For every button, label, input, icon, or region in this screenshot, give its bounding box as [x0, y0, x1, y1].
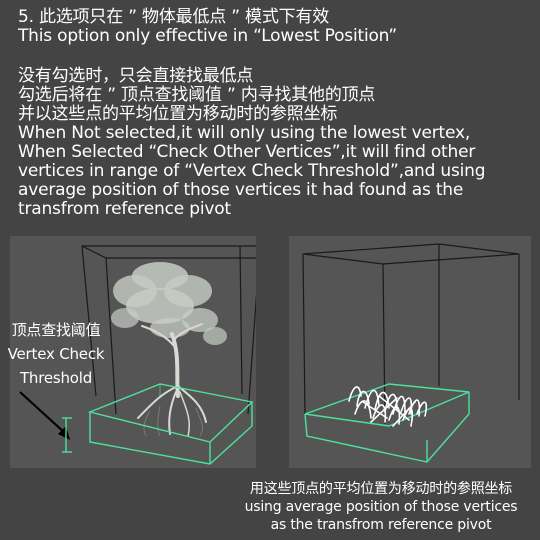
step-title-cn: 5. 此选项只在 ” 物体最低点 ” 模式下有效	[18, 7, 330, 27]
ground-box	[87, 383, 254, 465]
threshold-label-en: Vertex Check	[7, 345, 105, 363]
description-line: When Not selected,it will only using the…	[18, 123, 471, 143]
bounding-box	[302, 243, 520, 425]
caption-cn: 用这些顶点的平均位置为移动时的参照坐标	[249, 481, 513, 497]
tree-canopy	[111, 262, 227, 345]
description-text: 没有勾选时，只会直接找最低点 勾选后将在 ” 顶点查找阈值 ” 内寻找其他的顶点…	[18, 67, 530, 219]
vertices-scene	[302, 243, 520, 463]
tree-trunk	[137, 323, 207, 437]
tree-roots-faded	[143, 405, 203, 437]
threshold-label-cn: 顶点查找阈值	[11, 321, 101, 339]
description-line: 没有勾选时，只会直接找最低点	[18, 66, 254, 86]
tree-scene	[81, 245, 256, 465]
description-line: vertices in range of “Vertex Check Thres…	[18, 161, 486, 181]
description-line: average position of those vertices it ha…	[18, 180, 464, 200]
result-caption: 用这些顶点的平均位置为移动时的参照坐标 using average positi…	[222, 480, 540, 534]
caption-en: as the transfrom reference pivot	[270, 517, 492, 533]
description-line: transfrom reference pivot	[18, 199, 231, 219]
caption-en: using average position of those vertices	[244, 499, 518, 515]
intro-text: 5. 此选项只在 ” 物体最低点 ” 模式下有效 This option onl…	[18, 8, 530, 46]
threshold-label-en: Threshold	[19, 369, 93, 387]
step-title-en: This option only effective in “Lowest Po…	[18, 26, 397, 46]
vertex-cluster	[348, 386, 428, 427]
description-line: When Selected “Check Other Vertices”,it …	[18, 142, 476, 162]
description-line: 勾选后将在 ” 顶点查找阈值 ” 内寻找其他的顶点	[18, 85, 376, 105]
bounding-box	[81, 245, 256, 415]
viewport-vertices	[289, 236, 531, 468]
description-line: 并以这些点的平均位置为移动时的参照坐标	[18, 104, 338, 124]
threshold-label: 顶点查找阈值 Vertex Check Threshold	[6, 318, 106, 390]
